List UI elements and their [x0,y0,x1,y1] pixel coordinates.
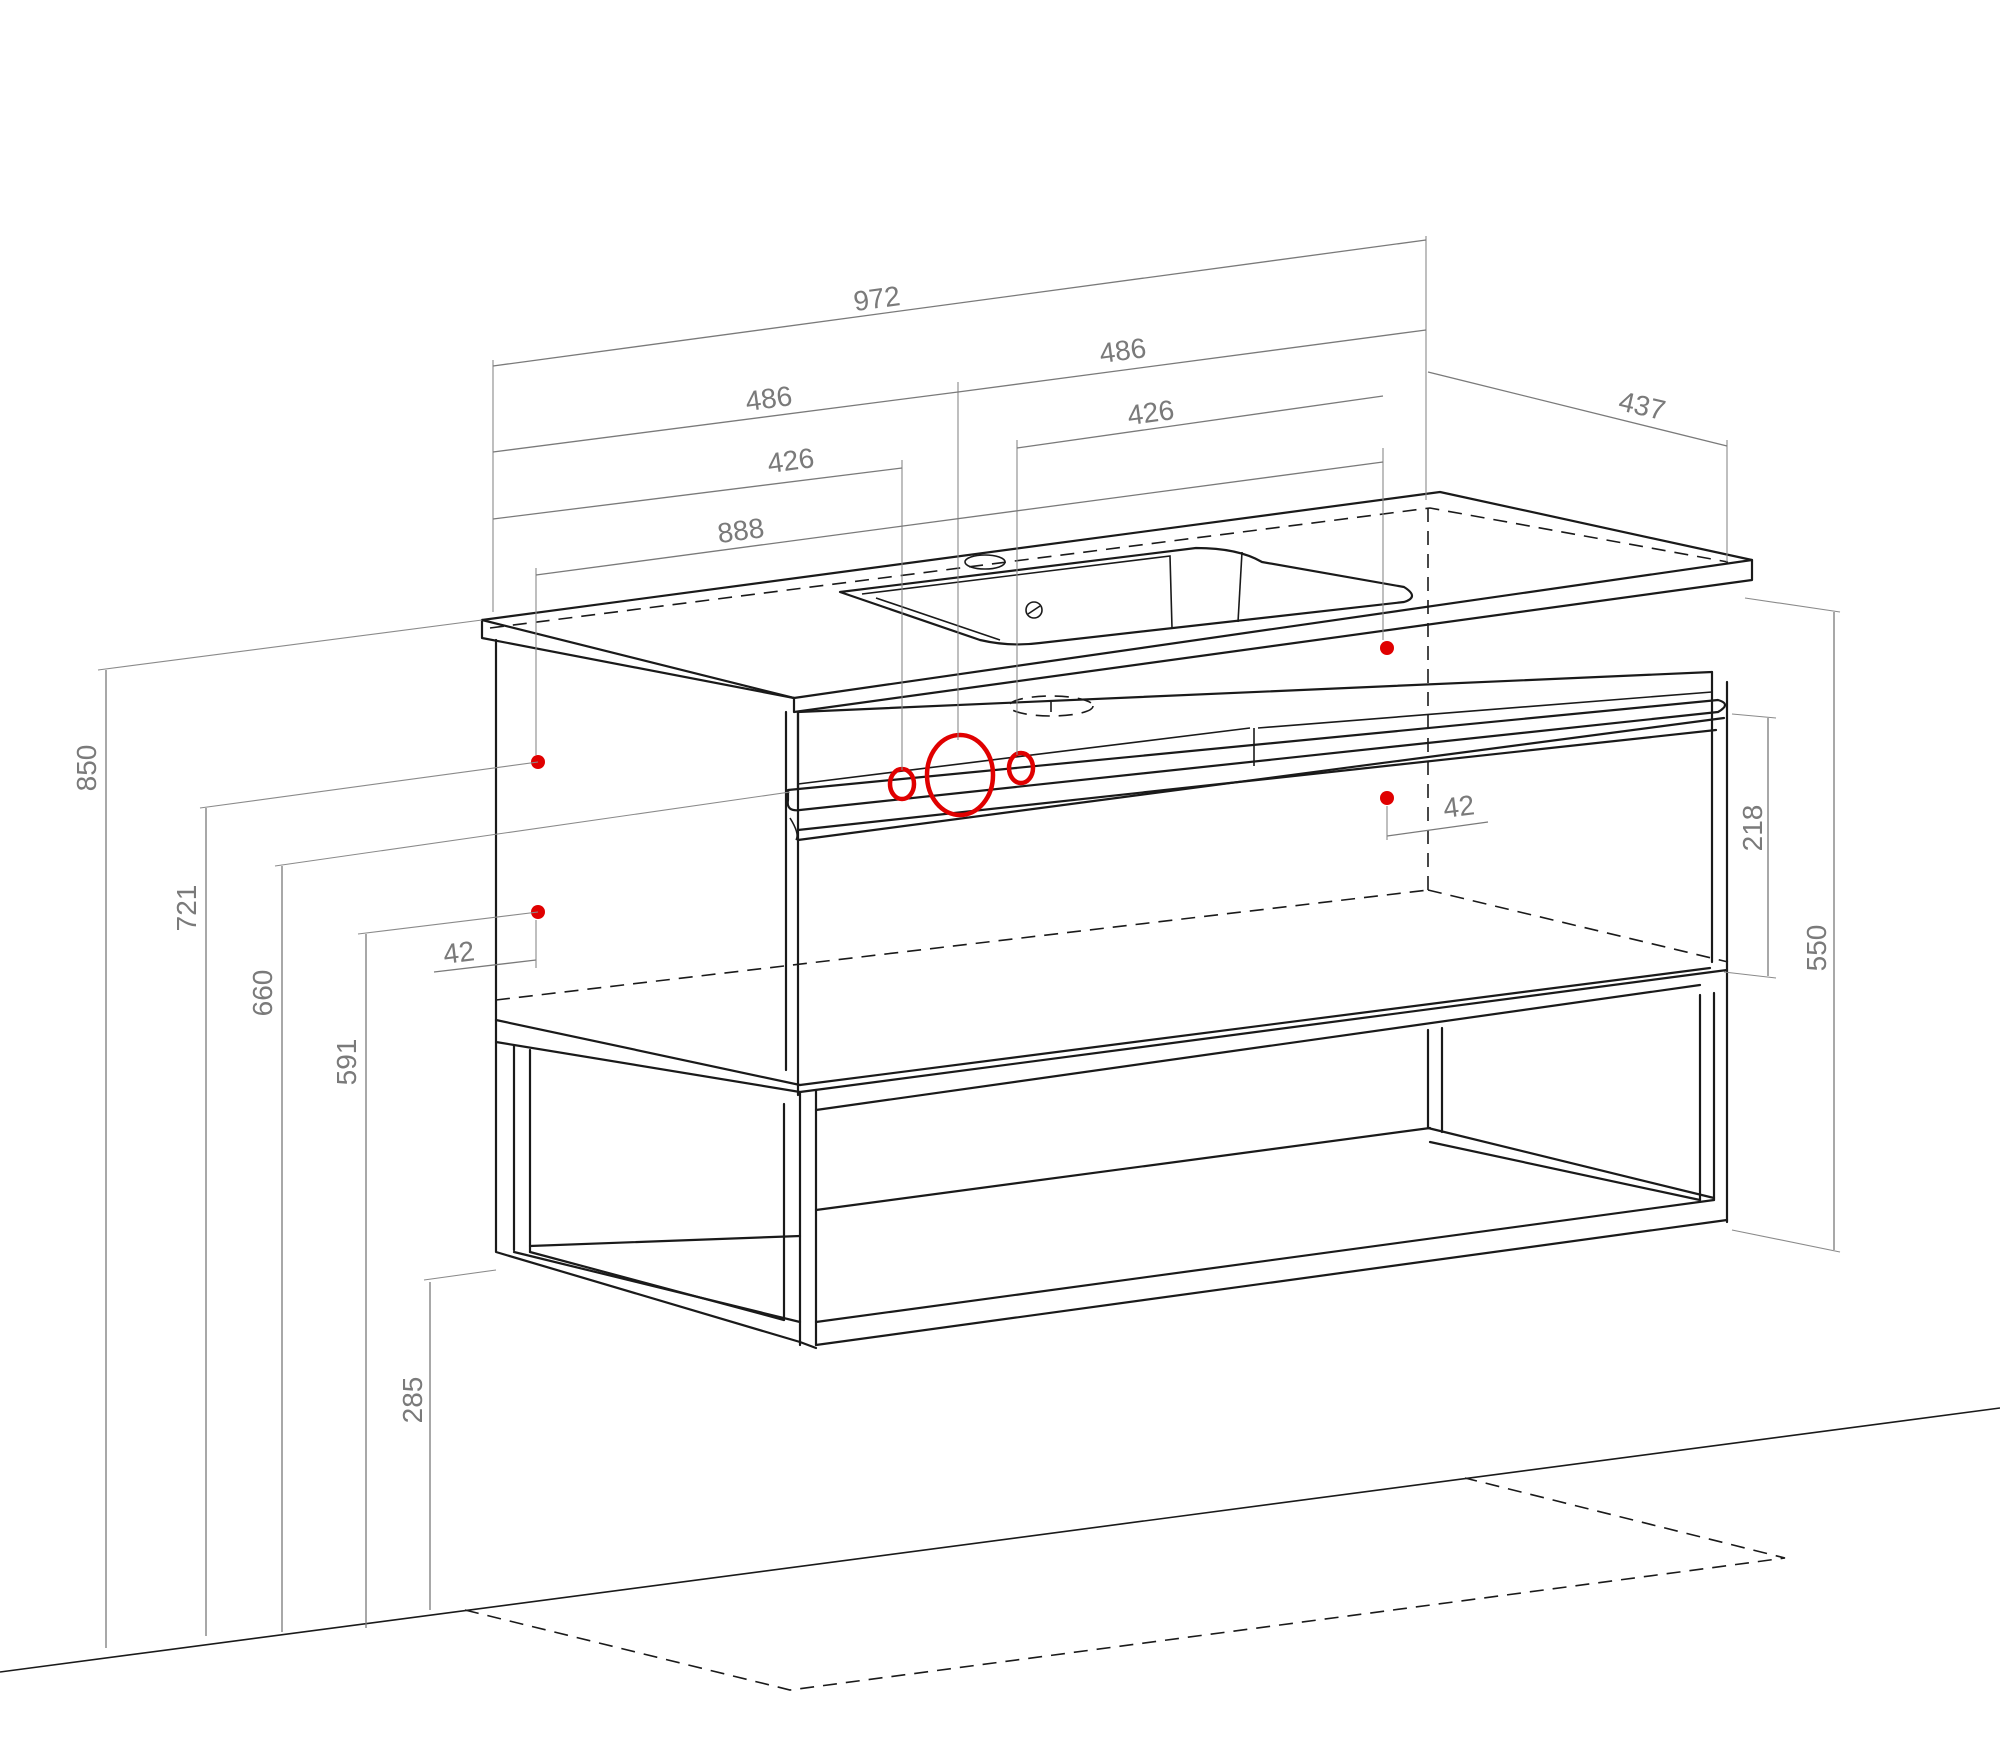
left-mark-circle [887,766,917,802]
dim-inner-width: 888 [716,512,766,549]
dim-half-width-left: 486 [744,380,794,417]
dimension-labels: 972 486 486 426 426 888 437 850 721 660 … [71,280,1832,1423]
dim-side-height: 550 [1801,925,1832,972]
dimension-lines [97,236,1841,1648]
dim-height-285: 285 [397,1377,428,1424]
dim-overall-width: 972 [852,280,902,317]
dim-drawer-height: 218 [1737,805,1768,852]
dim-offset-right: 42 [1441,789,1476,824]
dim-mount-left: 426 [766,442,816,479]
dim-height-660: 660 [247,970,278,1017]
dim-half-width-right: 486 [1098,332,1148,369]
mount-point-top-right [1380,641,1394,655]
dim-offset-left: 42 [441,935,476,970]
mounting-markers [531,641,1394,919]
floor [0,1407,2000,1691]
center-mark-circle [924,732,996,818]
cabinet-body [494,638,1729,1097]
dim-total-height: 850 [71,745,102,792]
right-mark-circle [1006,750,1036,786]
dim-height-721: 721 [171,885,202,932]
dim-height-591: 591 [331,1039,362,1086]
shelf-frame [494,963,1729,1350]
mount-point-bottom-right [1380,791,1394,805]
countertop [480,490,1754,1001]
dim-mount-right: 426 [1126,394,1176,431]
basin [838,546,1414,646]
